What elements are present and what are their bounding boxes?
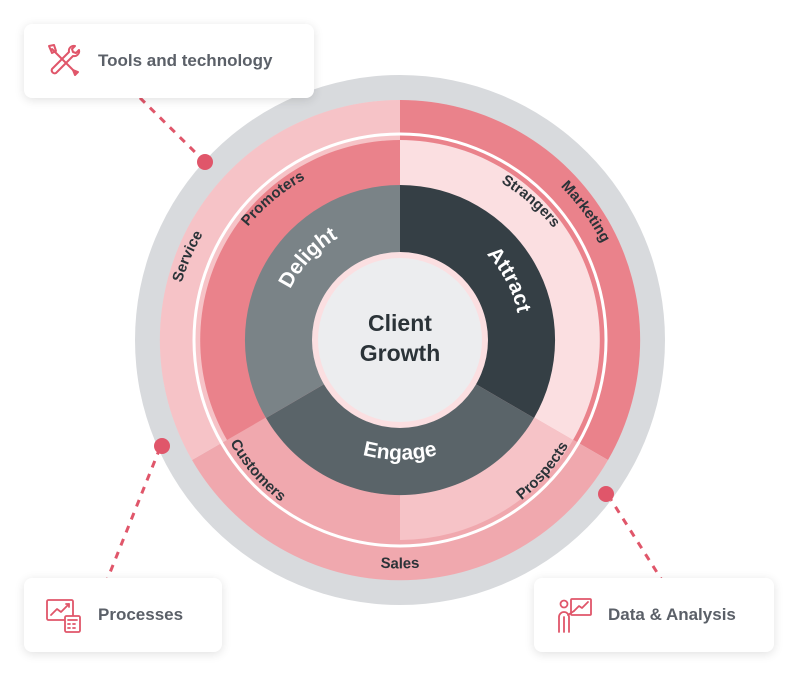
- card-tools-label: Tools and technology: [98, 51, 273, 70]
- connector-tools: [128, 86, 205, 162]
- connector-dot-processes: [154, 438, 170, 454]
- connector-processes: [103, 447, 162, 586]
- label-engage: Engage: [361, 437, 438, 464]
- card-processes[interactable]: Processes: [24, 578, 222, 652]
- tools-icon: [48, 44, 81, 76]
- card-processes-label: Processes: [98, 605, 184, 624]
- card-tools-and-technology[interactable]: Tools and technology: [24, 24, 314, 98]
- connector-dot-tools: [197, 154, 213, 170]
- connector-data: [606, 494, 667, 586]
- center-title-line2: Growth: [360, 340, 441, 366]
- label-sales-text: Sales: [380, 555, 420, 573]
- center-circle: [318, 258, 482, 422]
- label-engage-text: Engage: [361, 437, 438, 464]
- connector-dot-data: [598, 486, 614, 502]
- center-title-line1: Client: [368, 310, 432, 336]
- presentation-icon: [558, 598, 592, 633]
- connectors: [103, 86, 667, 586]
- card-data-and-analysis[interactable]: Data & Analysis: [534, 578, 774, 652]
- card-data-label: Data & Analysis: [608, 605, 736, 624]
- chart-calculator-icon: [46, 599, 81, 633]
- label-sales: Sales: [380, 555, 420, 573]
- outer-ring-divider: [192, 132, 608, 548]
